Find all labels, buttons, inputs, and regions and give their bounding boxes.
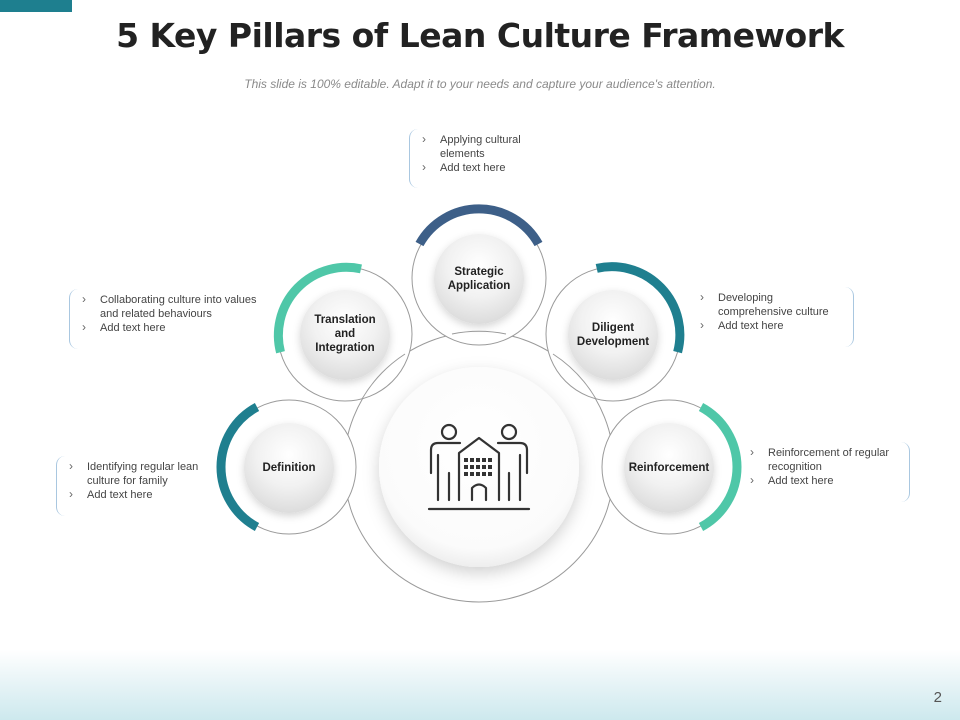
note-definition: Identifying regular lean culture for fam… (56, 456, 224, 516)
node-label-translation-integration: Translation and Integration (314, 314, 376, 354)
arc-reinforcement (698, 403, 742, 531)
node-label-reinforcement: Reinforcement (628, 462, 710, 474)
bullet-item: Reinforcement of regular recognition (750, 445, 901, 474)
footer-band (0, 650, 960, 720)
disc-translation (300, 290, 390, 380)
note-reinforcement: Reinforcement of regular recognition Add… (738, 442, 910, 502)
building-windows (464, 458, 492, 476)
disc-diligent (568, 290, 658, 380)
node-label-definition: Definition (262, 462, 316, 474)
note-diligent-development: Developing comprehensive culture Add tex… (688, 287, 854, 347)
node-label-diligent-development: Diligent Development (576, 322, 650, 348)
arc-strategic (415, 204, 543, 247)
slide-subtitle: This slide is 100% editable. Adapt it to… (244, 77, 716, 91)
bullet-item: Identifying regular lean culture for fam… (69, 459, 216, 488)
bullet-item: Add text here (422, 160, 551, 175)
slide-title: 5 Key Pillars of Lean Culture Framework (116, 16, 844, 55)
people-building-icon (427, 423, 531, 511)
disc-definition (244, 423, 334, 513)
bullet-item: Developing comprehensive culture (700, 290, 845, 319)
bullet-item: Collaborating culture into values and re… (82, 292, 271, 321)
bullet-item: Add text here (69, 487, 216, 502)
note-translation-integration: Collaborating culture into values and re… (69, 289, 279, 349)
disc-reinforcement (624, 423, 714, 513)
bullet-item: Add text here (700, 318, 845, 333)
arc-diligent (595, 262, 685, 354)
bullet-item: Applying cultural elements (422, 132, 551, 161)
page-number: 2 (933, 689, 942, 706)
bullet-item: Add text here (82, 320, 271, 335)
accent-tab (0, 0, 72, 12)
arc-translation (273, 262, 362, 354)
disc-strategic (434, 234, 524, 324)
arc-definition (216, 403, 260, 531)
node-label-strategic-application: Strategic Application (447, 266, 511, 292)
note-strategic-application: Applying cultural elements Add text here (409, 129, 559, 188)
bullet-item: Add text here (750, 473, 901, 488)
